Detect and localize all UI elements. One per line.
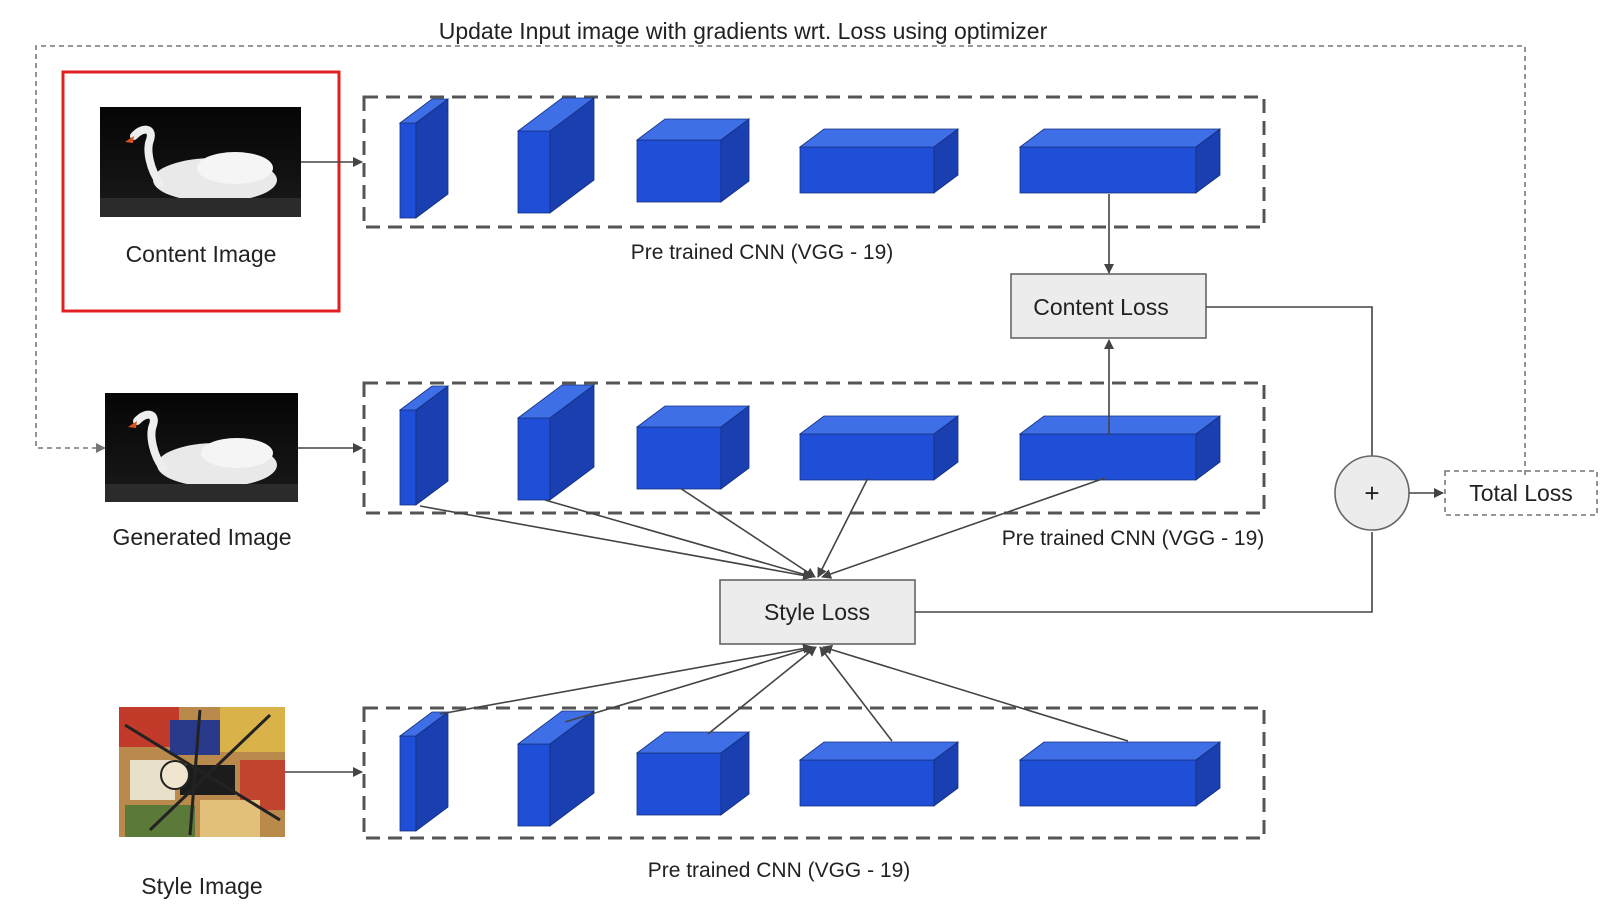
content-loss-to-sum-line [1206,306,1373,456]
total-loss-label: Total Loss [1469,480,1573,506]
content-loss-box [1010,273,1207,339]
generated-image-label: Generated Image [112,524,291,550]
content-cnn-layer-3 [635,118,751,203]
style-cnn-layer-4 [798,741,960,807]
content-cnn-layer-1 [398,98,450,219]
style-loss-to-sum-line [915,532,1373,613]
content-cnn-layer-5 [1018,128,1222,194]
generated-to-style-loss-arrows [419,477,1106,581]
generated-cnn-layer-1 [398,385,450,506]
style-cnn-layer-3 [635,731,751,816]
style-cnn-layer-5 [1018,741,1222,807]
style-image [119,707,285,837]
content-cnn-box [362,95,1266,229]
generated-cnn-layer-5 [1018,415,1222,481]
style-cnn-label: Pre trained CNN (VGG - 19) [648,859,911,882]
content-image-highlight [61,70,341,313]
generated-cnn-layer-4 [798,415,960,481]
total-loss-box [1444,470,1598,516]
optimizer-note: Update Input image with gradients wrt. L… [439,18,1048,44]
content-cnn-layer-4 [798,128,960,194]
content-cnn-layers [398,97,1222,219]
generated-image [105,393,298,502]
content-image-label: Content Image [126,241,277,267]
generated-cnn-layers [398,384,1222,506]
style-cnn-layer-2 [516,710,596,827]
generated-cnn-layer-2 [516,384,596,501]
sum-symbol: + [1364,478,1379,508]
style-cnn-layer-1 [398,711,450,832]
generated-cnn-label: Pre trained CNN (VGG - 19) [1002,527,1265,550]
style-to-style-loss-arrows [439,643,1129,742]
content-cnn-layer-2 [516,97,596,214]
style-cnn-layers [398,710,1222,832]
generated-cnn-layer-3 [635,405,751,490]
content-image [100,107,301,217]
content-loss-label: Content Loss [1033,294,1169,320]
style-loss-box [719,579,916,645]
style-image-label: Style Image [141,873,262,899]
content-cnn-label: Pre trained CNN (VGG - 19) [631,241,894,264]
optimizer-feedback-loop [35,45,1526,475]
style-loss-label: Style Loss [764,599,870,625]
style-cnn-box [362,706,1266,840]
generated-cnn-box [362,381,1266,515]
